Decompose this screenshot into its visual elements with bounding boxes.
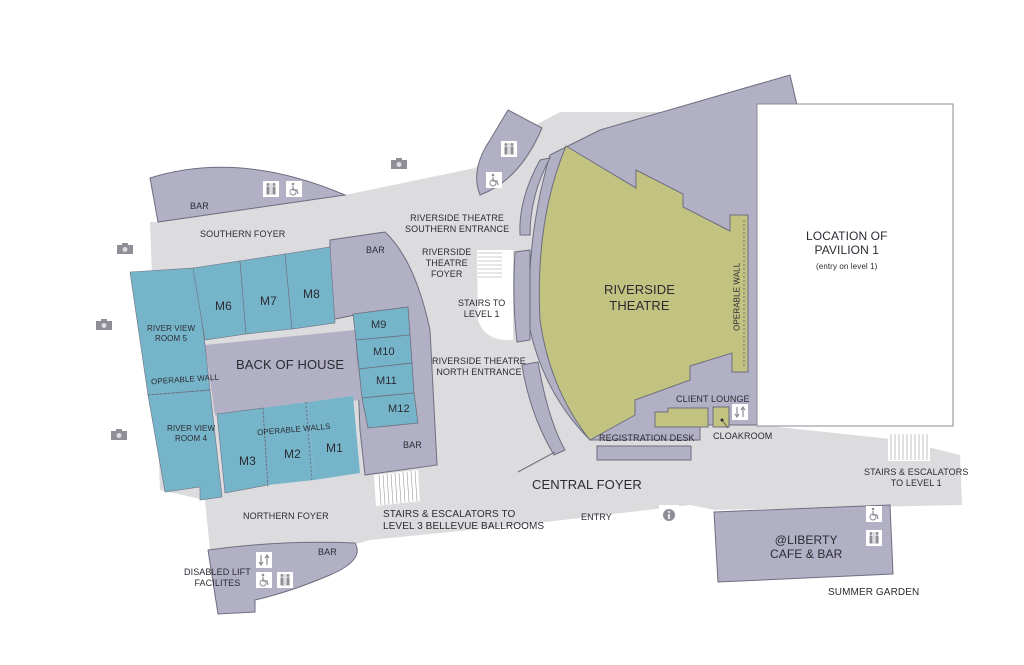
label-entry: ENTRY [581,512,612,522]
riverside-theatre[interactable] [538,145,749,441]
wheelchair-icon[interactable] [256,572,272,588]
room-m3[interactable] [216,407,269,494]
wheelchair-icon[interactable] [486,172,502,188]
label-river-view-5: RIVER VIEW ROOM 5 [147,324,196,343]
cloakroom-box[interactable] [712,406,730,428]
toilets-icon[interactable] [263,181,279,197]
stairs-escalators-level3[interactable] [374,470,420,506]
label-m12: M12 [388,403,410,415]
room-river-view-4[interactable] [147,389,223,501]
liberty-cafe-bar[interactable] [713,504,894,583]
label-m8: M8 [303,287,320,301]
toilets-icon[interactable] [866,530,882,546]
label-stairs-escalators-level1: STAIRS & ESCALATORS TO LEVEL 1 [864,467,969,488]
label-m6: M6 [215,299,232,313]
label-m11: M11 [376,375,397,387]
label-bar-south: BAR [190,201,209,211]
stairs-to-level-1-area[interactable] [477,250,513,341]
label-southern-foyer: SOUTHERN FOYER [200,229,286,239]
theatre-arc-wall-top [519,157,551,236]
camera-icon[interactable] [110,428,128,440]
camera-icon[interactable] [95,318,113,330]
lift-icon[interactable] [256,552,272,568]
room-m1[interactable] [308,396,360,480]
label-stairs-escalators-level3: STAIRS & ESCALATORS TO LEVEL 3 BELLEVUE … [383,509,545,532]
label-disabled-lift: DISABLED LIFT FACILITES [184,567,251,588]
room-m8[interactable] [284,246,336,330]
label-rt-north-entrance: RIVERSIDE THEATRE NORTH ENTRANCE [432,356,526,377]
label-back-of-house: BACK OF HOUSE [236,357,345,372]
label-m2: M2 [284,447,301,461]
info-icon[interactable] [659,505,679,525]
label-riverside-theatre: RIVERSIDE THEATRE [604,282,675,313]
registration-desk[interactable] [596,445,692,461]
stairs-escalators-level1[interactable] [888,433,930,461]
room-m12[interactable] [361,392,419,429]
camera-icon[interactable] [390,157,408,169]
stairs-lines-level1 [478,252,502,278]
label-northern-foyer: NORTHERN FOYER [243,511,329,521]
toilets-icon[interactable] [277,572,293,588]
label-bar-center-top: BAR [366,245,385,255]
label-cloakroom: CLOAKROOM [713,431,773,441]
room-m2[interactable] [263,402,314,485]
label-client-lounge: CLIENT LOUNGE [676,394,750,404]
label-river-view-4: RIVER VIEW ROOM 4 [167,424,216,443]
label-pavilion-note: (entry on level 1) [816,262,878,271]
pavilion-1[interactable] [756,103,954,427]
bar-south[interactable] [149,166,347,223]
camera-icon[interactable] [116,242,134,254]
wheelchair-icon[interactable] [286,181,302,197]
label-m1: M1 [326,441,343,455]
label-bar-center-bottom: BAR [403,440,422,450]
label-m7: M7 [260,294,277,308]
label-summer-garden: SUMMER GARDEN [828,587,920,598]
label-stairs-to-level-1: STAIRS TO LEVEL 1 [458,298,506,319]
theatre-arc-wall-bottom [521,361,566,456]
wheelchair-icon[interactable] [866,506,882,522]
client-lounge[interactable] [654,407,709,428]
label-m3: M3 [239,454,256,468]
label-theatre-operable-wall: OPERABLE WALL [732,262,742,331]
room-river-view-5[interactable] [129,267,211,396]
label-bar-north: BAR [318,547,337,557]
label-liberty-cafe: @LIBERTY CAFE & BAR [770,533,843,562]
theatre-arc-wall-mid [513,249,531,343]
label-m9: M9 [371,319,387,331]
label-m10: M10 [373,346,395,358]
label-rt-southern-entrance: RIVERSIDE THEATRE SOUTHERN ENTRANCE [405,213,510,234]
label-registration-desk: REGISTRATION DESK [599,433,695,443]
label-central-foyer: CENTRAL FOYER [532,477,642,492]
back-of-house[interactable] [205,330,360,415]
label-pavilion: LOCATION OF PAVILION 1 [806,229,888,258]
toilets-icon[interactable] [501,141,517,157]
label-rt-foyer: RIVERSIDE THEATRE FOYER [422,247,472,279]
lift-icon[interactable] [732,404,748,420]
